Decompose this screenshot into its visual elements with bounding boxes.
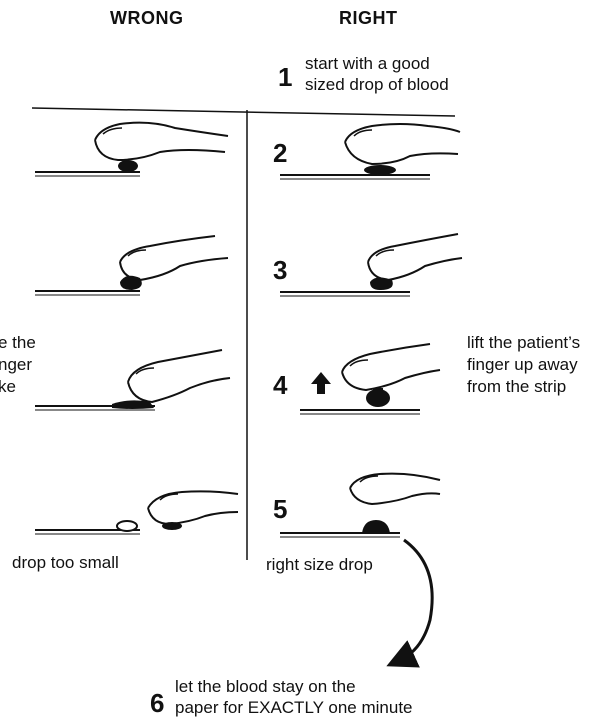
- blood-drop-icon: [112, 400, 154, 409]
- caption-drop-too-small: drop too small: [12, 553, 119, 573]
- step-3-number: 3: [273, 255, 287, 286]
- up-arrow-icon: [311, 372, 331, 394]
- header-wrong: WRONG: [110, 8, 184, 29]
- step-6-number: 6: [150, 688, 164, 719]
- blood-drop-icon: [120, 276, 142, 290]
- step-4-line-1: lift the patient’s: [467, 333, 580, 353]
- finger-icon: [342, 344, 440, 390]
- blood-drop-icon: [362, 520, 390, 533]
- step-1-number: 1: [278, 62, 292, 93]
- caption-right-size-drop: right size drop: [266, 555, 373, 575]
- wrong-note-line-2: nger: [0, 355, 32, 375]
- step-2-number: 2: [273, 138, 287, 169]
- wrong-row-4-finger: [35, 350, 230, 410]
- finger-icon: [368, 234, 462, 280]
- step-6-line-2: paper for EXACTLY one minute: [175, 698, 413, 718]
- blood-drop-icon: [118, 160, 138, 172]
- wrong-row-3-finger: [35, 236, 228, 295]
- finger-icon: [128, 350, 230, 402]
- finger-icon: [345, 124, 460, 164]
- finger-icon: [120, 236, 228, 280]
- finger-icon: [148, 491, 238, 524]
- wrong-row-5-finger: [35, 491, 238, 534]
- step-4-number: 4: [273, 370, 287, 401]
- step-1-line-2: sized drop of blood: [305, 75, 449, 95]
- blood-drop-icon: [370, 277, 393, 290]
- right-row-2-finger: [280, 124, 460, 179]
- right-row-3-finger: [280, 234, 462, 296]
- blood-drop-icon: [162, 522, 182, 530]
- step-4-line-2: finger up away: [467, 355, 578, 375]
- top-divider: [32, 108, 455, 116]
- finger-icon: [350, 474, 440, 504]
- step-4-line-3: from the strip: [467, 377, 566, 397]
- header-right: RIGHT: [339, 8, 398, 29]
- blood-drop-icon: [364, 165, 396, 175]
- wrong-note-line-3: ke: [0, 377, 16, 397]
- blood-drop-icon: [117, 521, 137, 531]
- wrong-row-2-finger: [35, 123, 228, 176]
- wrong-note-line-1: e the: [0, 333, 36, 353]
- step-1-line-1: start with a good: [305, 54, 430, 74]
- right-row-5-finger: [280, 474, 440, 537]
- step-5-number: 5: [273, 494, 287, 525]
- step-6-line-1: let the blood stay on the: [175, 677, 356, 697]
- curved-arrow-icon: [400, 540, 432, 660]
